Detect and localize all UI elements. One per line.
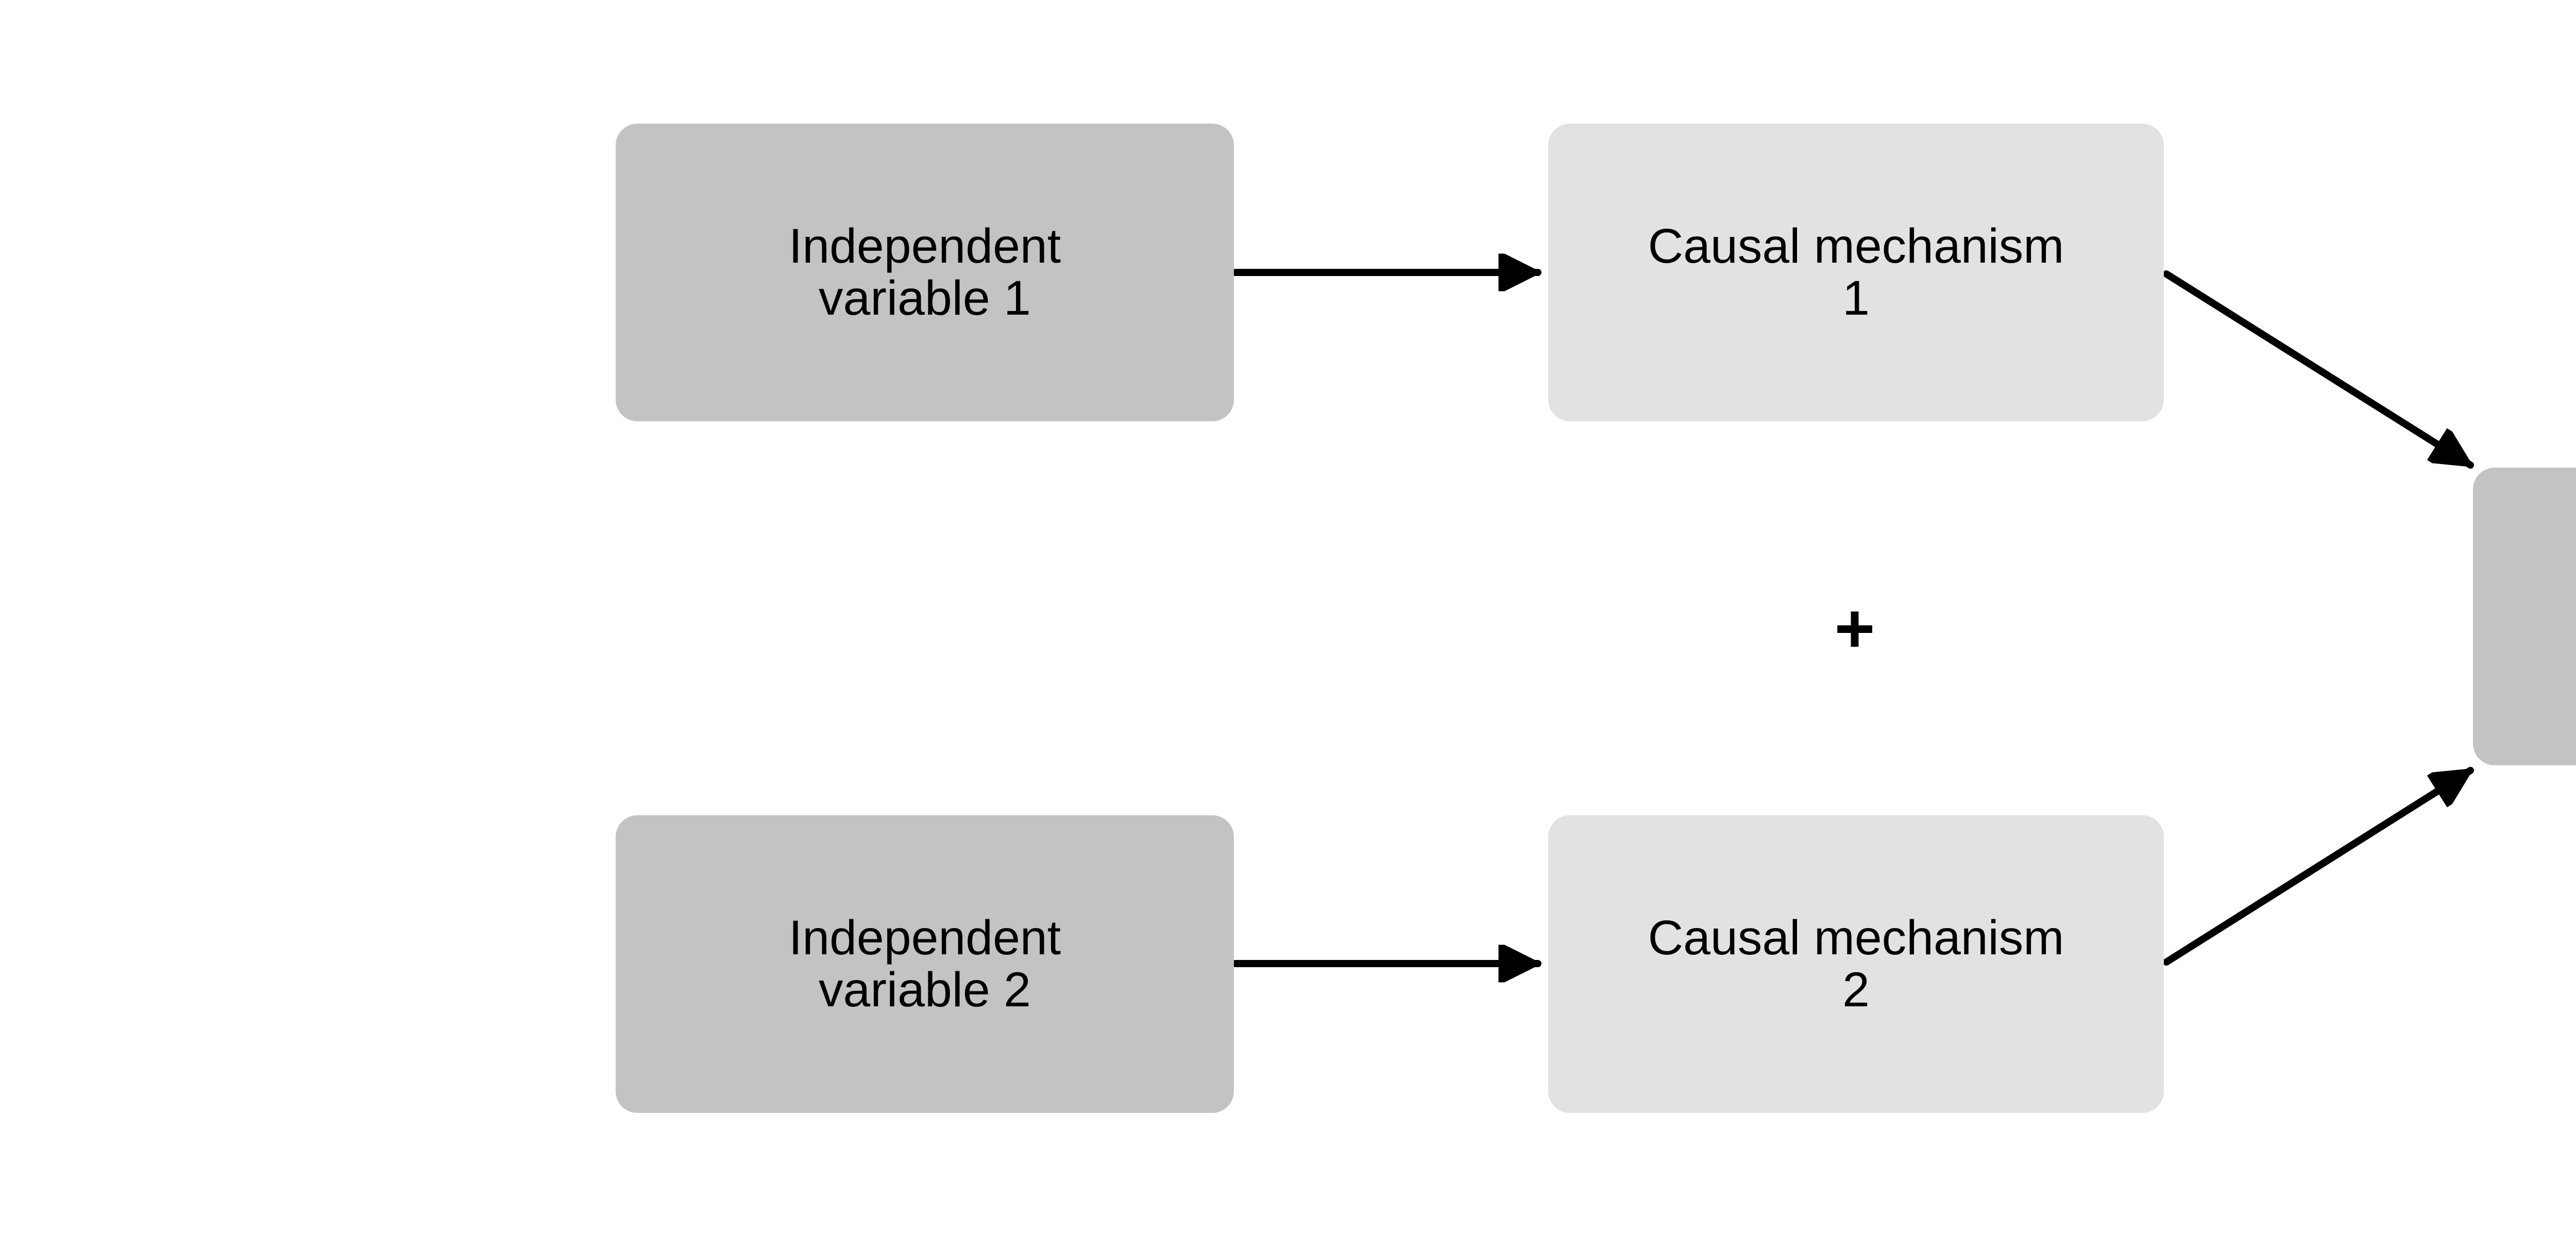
node-causal-mechanism-1: Causal mechanism 1 — [1548, 124, 2164, 421]
node-dependent-variable: Dependent variable — [2473, 468, 2576, 765]
node-label-causal-mechanism-1: Causal mechanism 1 — [1648, 219, 2064, 325]
edge-cm2-to-dv — [2163, 767, 2474, 966]
node-causal-mechanism-2: Causal mechanism 2 — [1548, 815, 2164, 1113]
node-label-independent-variable-2: Independent variable 2 — [788, 911, 1061, 1017]
edge-cm1-to-dv — [2163, 270, 2474, 469]
node-label-causal-mechanism-2: Causal mechanism 2 — [1648, 911, 2064, 1017]
node-independent-variable-2: Independent variable 2 — [616, 815, 1234, 1113]
node-independent-variable-1: Independent variable 1 — [616, 124, 1234, 421]
node-label-independent-variable-1: Independent variable 1 — [788, 219, 1061, 325]
plus-operator: + — [1834, 589, 1875, 667]
